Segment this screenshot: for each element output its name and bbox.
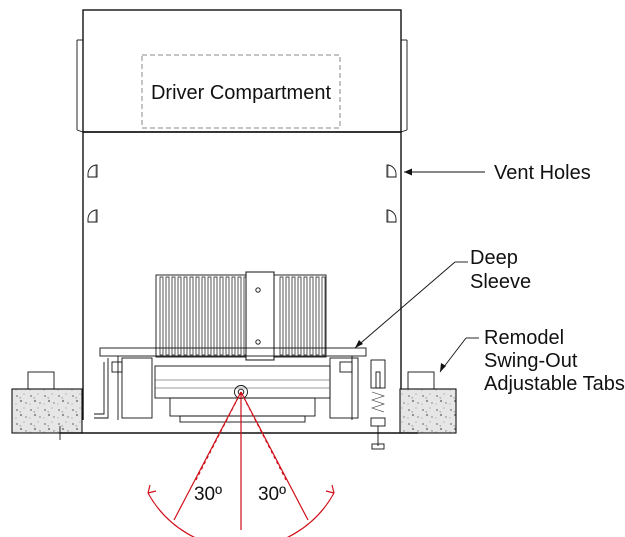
tilt-range-indicator: [147, 391, 335, 537]
heat-sink-fin: [291, 276, 296, 356]
remodel-label-line3: Adjustable Tabs: [484, 373, 625, 395]
heat-sink: [155, 271, 327, 361]
heat-sink-fin: [165, 276, 170, 356]
heat-sink-fin: [303, 276, 308, 356]
heat-sink-fin: [219, 276, 224, 356]
housing: [76, 9, 408, 420]
heat-sink-fin: [279, 276, 284, 356]
remodel-label-line2: Swing-Out: [484, 350, 578, 372]
remodel-tabs-callout: [439, 337, 479, 373]
heat-sink-fin: [189, 276, 194, 356]
driver-compartment-outline: [141, 54, 341, 129]
swing-out-tab: [370, 359, 386, 450]
deep-sleeve-label-line2: Sleeve: [470, 271, 531, 293]
heat-sink-fin: [201, 276, 206, 356]
heat-sink-fin: [177, 276, 182, 356]
trim-assembly: [94, 347, 367, 423]
heat-sink-fin: [237, 276, 242, 356]
heat-sink-fin: [159, 276, 164, 356]
heat-sink-fin: [315, 276, 320, 356]
heat-sink-fin: [183, 276, 188, 356]
heat-sink-fin: [321, 276, 326, 356]
deep-sleeve-callout: [354, 261, 468, 349]
ceiling: [11, 371, 457, 440]
vent-holes-callout: [404, 168, 485, 176]
heat-sink-fin: [297, 276, 302, 356]
vent-holes-label: Vent Holes: [494, 162, 591, 184]
heat-sink-fin: [195, 276, 200, 356]
heat-sink-fin: [207, 276, 212, 356]
heat-sink-fin: [285, 276, 290, 356]
tilt-angle-left-label: 30º: [194, 484, 222, 505]
remodel-label-line1: Remodel: [484, 327, 564, 349]
heat-sink-fin: [171, 276, 176, 356]
vent-holes: [87, 164, 397, 223]
deep-sleeve-label-line1: Deep: [470, 247, 518, 269]
tilt-angle-right-label: 30º: [258, 484, 286, 505]
heat-sink-fin: [309, 276, 314, 356]
driver-compartment-label: Driver Compartment: [151, 82, 331, 104]
heat-sink-fin: [231, 276, 236, 356]
heat-sink-fin: [213, 276, 218, 356]
heat-sink-fin: [225, 276, 230, 356]
